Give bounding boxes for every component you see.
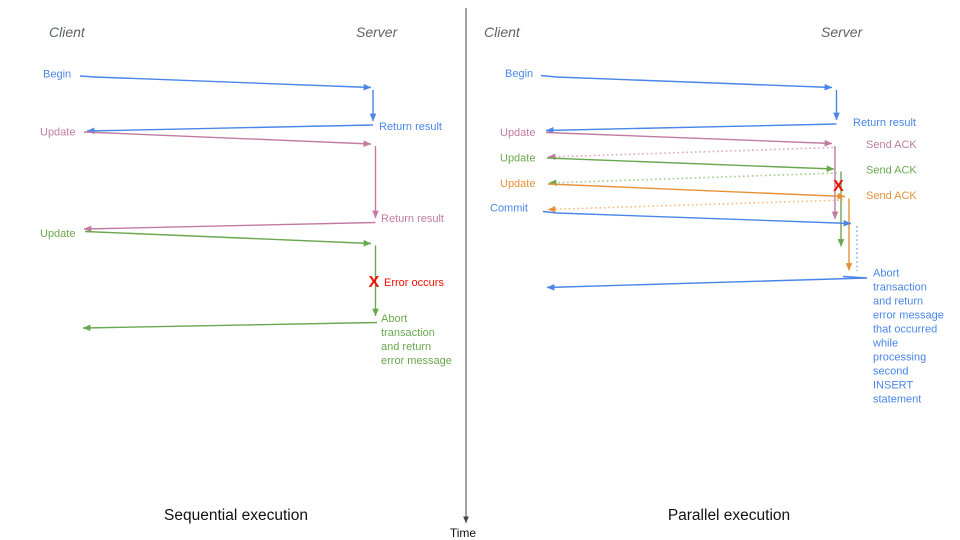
left-abort-return-arrow — [82, 321, 378, 332]
right-error-x-mark: X — [833, 178, 844, 195]
left-server-header: Server — [356, 24, 399, 40]
left-begin-request-arrow — [79, 75, 372, 91]
right-server-header: Server — [821, 24, 864, 40]
left-update2-label: Update — [40, 228, 75, 240]
left-update1-return-arrow — [83, 221, 376, 233]
left-error-x-mark: X — [369, 274, 380, 291]
right-abort-return-arrow — [546, 275, 868, 291]
right-abort-line: processing — [873, 352, 926, 364]
right-abort-line: and return — [873, 296, 923, 308]
sequential-caption: Sequential execution — [164, 507, 308, 524]
right-update3-label: Update — [500, 178, 535, 190]
parallel-diagram: Client Server Begin Return result Update… — [484, 24, 944, 524]
right-begin-return-arrow — [545, 123, 837, 134]
left-update1-request-arrow — [83, 131, 372, 147]
right-abort-message: Abort transaction and return error messa… — [872, 268, 944, 406]
left-update2-request-arrow — [84, 230, 372, 247]
left-abort-message: Abort transaction and return error messa… — [381, 313, 452, 367]
right-commit-request-arrow — [542, 210, 852, 227]
right-ack1-dotted-arrow — [547, 146, 834, 161]
sequential-diagram: Client Server Begin Return result Update… — [40, 24, 452, 524]
right-update1-request-arrow — [545, 131, 833, 147]
parallel-caption: Parallel execution — [668, 507, 790, 524]
right-abort-line: INSERT — [873, 380, 913, 392]
left-abort-line: and return — [381, 341, 431, 353]
left-abort-line: Abort — [381, 313, 407, 325]
right-abort-line: while — [872, 338, 898, 350]
right-ack2-dotted-arrow — [548, 172, 838, 187]
right-abort-line: second — [873, 366, 908, 378]
right-abort-line: Abort — [873, 268, 899, 280]
left-abort-line: transaction — [381, 327, 435, 339]
right-ack3-dotted-arrow — [547, 199, 844, 213]
left-begin-label: Begin — [43, 69, 71, 81]
right-abort-line: that occurred — [873, 324, 937, 336]
right-send-ack1-label: Send ACK — [866, 139, 917, 151]
right-begin-label: Begin — [505, 68, 533, 80]
right-update3-request-arrow — [547, 183, 846, 200]
left-update1-label: Update — [40, 127, 75, 139]
right-update2-label: Update — [500, 153, 535, 165]
time-axis: Time — [450, 8, 477, 540]
right-abort-line: statement — [873, 394, 921, 406]
left-begin-return-arrow — [86, 124, 374, 135]
left-return-result-2-label: Return result — [381, 213, 444, 225]
left-error-occurs-label: Error occurs — [384, 277, 444, 289]
right-send-ack3-label: Send ACK — [866, 190, 917, 202]
right-abort-line: transaction — [873, 282, 927, 294]
left-return-result-1-label: Return result — [379, 121, 442, 133]
right-begin-request-arrow — [540, 74, 833, 91]
right-send-ack2-label: Send ACK — [866, 165, 917, 177]
right-update1-label: Update — [500, 127, 535, 139]
right-client-header: Client — [484, 24, 521, 40]
time-axis-label: Time — [450, 526, 477, 540]
left-abort-line: error message — [381, 355, 452, 367]
right-return-result-label: Return result — [853, 117, 916, 129]
right-update2-request-arrow — [546, 157, 835, 173]
right-commit-label: Commit — [490, 203, 528, 215]
left-client-header: Client — [49, 24, 86, 40]
right-abort-line: error message — [873, 310, 944, 322]
